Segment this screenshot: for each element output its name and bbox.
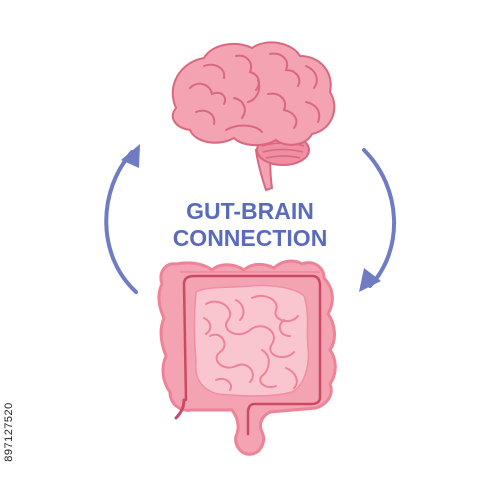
arrow-up-curved-icon: [104, 144, 140, 294]
intestines-icon: [157, 259, 337, 456]
arrow-down-curved-icon: [359, 148, 397, 292]
stock-image-id: 897127520: [3, 402, 15, 462]
brain-icon: [171, 41, 336, 192]
title-line-2: CONNECTION: [173, 225, 328, 251]
title-line-1: GUT-BRAIN: [186, 198, 314, 224]
